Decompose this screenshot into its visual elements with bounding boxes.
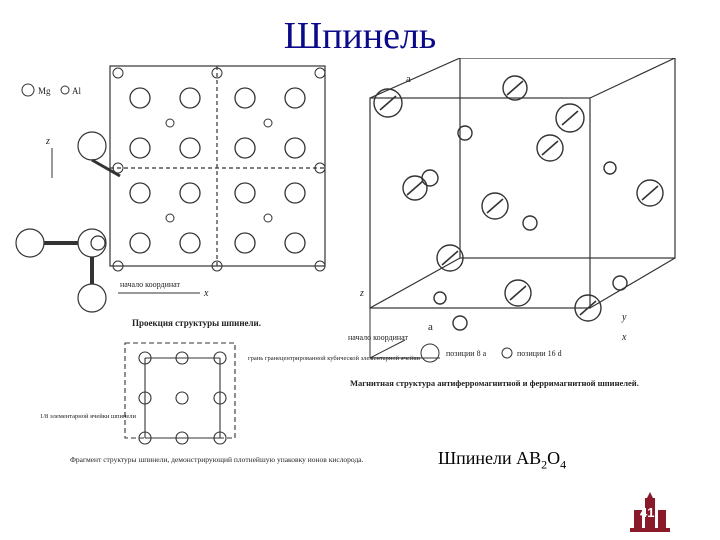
edge-a-bottom-label: a	[428, 321, 433, 333]
pos-8a-label: позиции 8 а	[446, 349, 487, 358]
caption-sub-o: 4	[560, 457, 567, 472]
legend	[21, 83, 70, 97]
right-origin-label: начало координат	[348, 333, 409, 342]
right-axis-x: x	[621, 332, 627, 343]
magnetic-cube	[369, 58, 676, 331]
right-axis-z: z	[359, 288, 364, 299]
fragment-diagram	[124, 342, 236, 445]
left-origin-label: начало координат	[120, 280, 181, 289]
pos-16d-label: позиции 16 d	[517, 349, 562, 358]
right-axis-y: y	[621, 312, 627, 323]
right-caption: Магнитная структура антиферромагнитной и…	[350, 378, 639, 388]
formula-caption: Шпинели AB2O4	[438, 448, 566, 473]
legend-mg-label: Mg	[38, 86, 51, 96]
fragment-caption: Фрагмент структуры шпинели, демонстрирую…	[70, 455, 364, 464]
cell-note: 1/8 элементарной ячейки шпинели	[40, 413, 137, 420]
face-note: грань гранецентрированной кубической эле…	[248, 355, 421, 362]
slide-number: 41	[640, 505, 655, 520]
university-logo	[630, 492, 670, 532]
spinel-structure-figure: Mg Al z x начало координат Проекция стру…	[15, 58, 676, 464]
legend-al-label: Al	[72, 86, 81, 96]
slide-title: Шпинель	[283, 15, 437, 57]
projection-caption: Проекция структуры шпинели.	[132, 318, 261, 328]
edge-a-label: a	[406, 73, 411, 85]
caption-prefix: Шпинели AB	[438, 448, 542, 468]
left-axis-x: x	[203, 288, 209, 299]
caption-oxygen: O	[547, 448, 561, 468]
left-axis-z: z	[45, 136, 50, 147]
caption-sub-a: 2	[541, 457, 548, 472]
projection-grid	[15, 65, 326, 313]
